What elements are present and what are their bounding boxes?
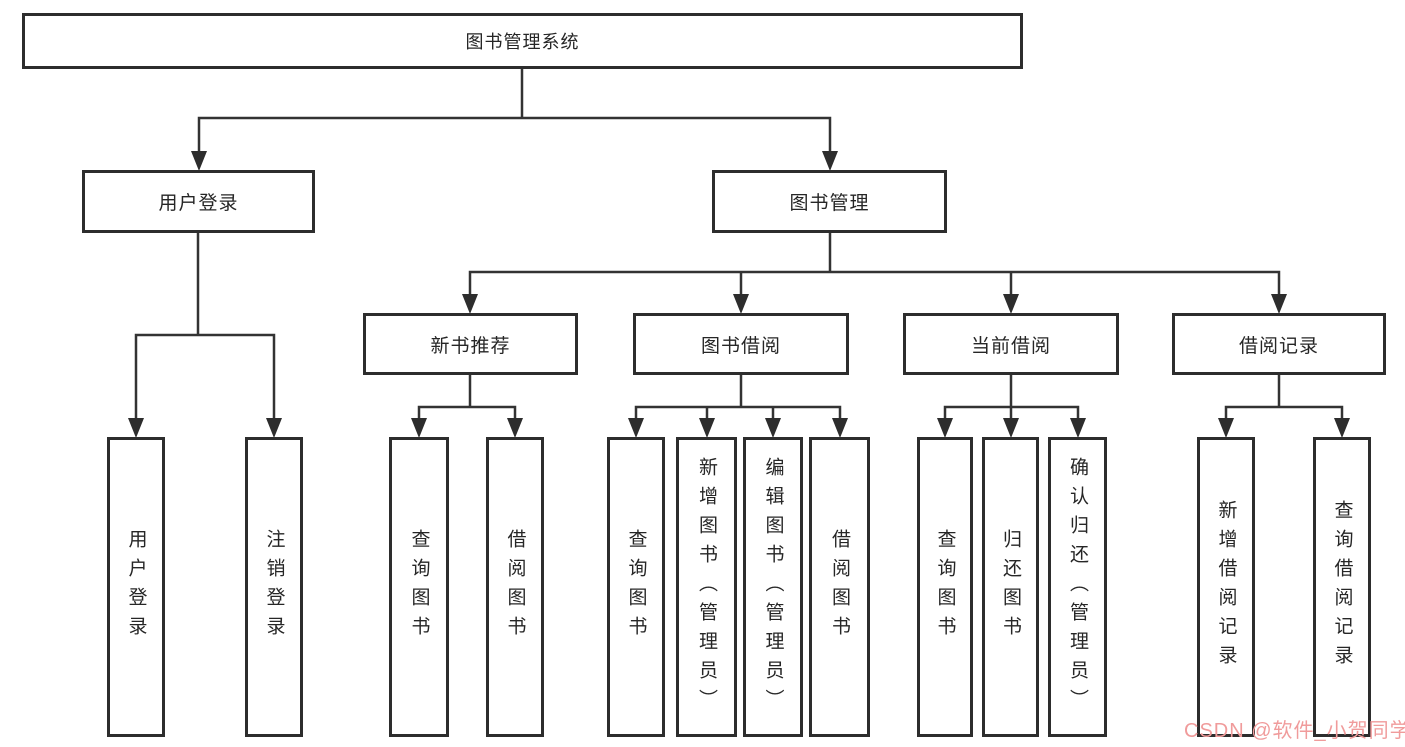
node-book-borrowing-label: 图书借阅 [700,335,781,357]
leaf-logout-login: 注销登录 [245,437,303,737]
leaf-current-return-books: 归还图书 [982,437,1039,737]
node-book-management-label: 图书管理 [789,193,870,214]
node-root-system: 图书管理系统 [22,13,1023,69]
leaf-current-confirm-return-admin-label: 确认归还（管理员） [1067,456,1088,718]
connectors-root [197,69,832,152]
connectors-current-borrowing [943,375,1080,422]
leaf-recommend-query-books-label: 查询图书 [408,529,430,645]
csdn-watermark: CSDN @软件_小贺同学 [1184,720,1405,742]
leaf-records-add-borrow-record-label: 新增借阅记录 [1215,500,1237,674]
node-book-borrowing: 图书借阅 [633,313,849,375]
connectors-book-borrowing [634,375,842,422]
leaf-borrowing-add-books-admin: 新增图书（管理员） [676,437,737,737]
leaf-borrowing-borrow-books-label: 借阅图书 [829,529,850,645]
node-user-login: 用户登录 [82,170,315,233]
leaf-borrowing-edit-books-admin-label: 编辑图书（管理员） [762,456,784,718]
node-new-book-recommendation: 新书推荐 [363,313,578,375]
node-user-login-label: 用户登录 [158,193,239,214]
leaf-current-confirm-return-admin: 确认归还（管理员） [1048,437,1107,737]
leaf-records-query-borrow-record-label: 查询借阅记录 [1331,500,1353,674]
node-borrowing-records: 借阅记录 [1172,313,1386,375]
node-book-management: 图书管理 [712,170,947,233]
node-current-borrowing-label: 当前借阅 [970,335,1051,357]
leaf-records-query-borrow-record: 查询借阅记录 [1313,437,1371,737]
leaf-current-return-books-label: 归还图书 [1000,529,1021,645]
node-root-label: 图书管理系统 [465,32,580,52]
leaf-user-login: 用户登录 [107,437,165,737]
leaf-records-add-borrow-record: 新增借阅记录 [1197,437,1255,737]
leaf-current-query-books-label: 查询图书 [934,529,956,645]
leaf-borrowing-edit-books-admin: 编辑图书（管理员） [743,437,803,737]
leaf-recommend-query-books: 查询图书 [389,437,449,737]
leaf-logout-login-label: 注销登录 [263,529,285,645]
leaf-recommend-borrow-books-label: 借阅图书 [504,529,526,645]
leaf-borrowing-query-books-label: 查询图书 [625,529,647,645]
connectors-new-book [417,375,517,422]
connectors-book-management [468,233,1281,296]
leaf-recommend-borrow-books: 借阅图书 [486,437,544,737]
node-new-book-recommendation-label: 新书推荐 [430,335,511,357]
leaf-user-login-label: 用户登录 [125,529,147,645]
node-current-borrowing: 当前借阅 [903,313,1119,375]
node-borrowing-records-label: 借阅记录 [1238,335,1319,357]
leaf-borrowing-borrow-books: 借阅图书 [809,437,870,737]
leaf-current-query-books: 查询图书 [917,437,973,737]
leaf-borrowing-query-books: 查询图书 [607,437,665,737]
connectors-user-login [134,233,276,422]
leaf-borrowing-add-books-admin-label: 新增图书（管理员） [696,456,717,718]
connectors-borrowing-records [1224,375,1344,422]
